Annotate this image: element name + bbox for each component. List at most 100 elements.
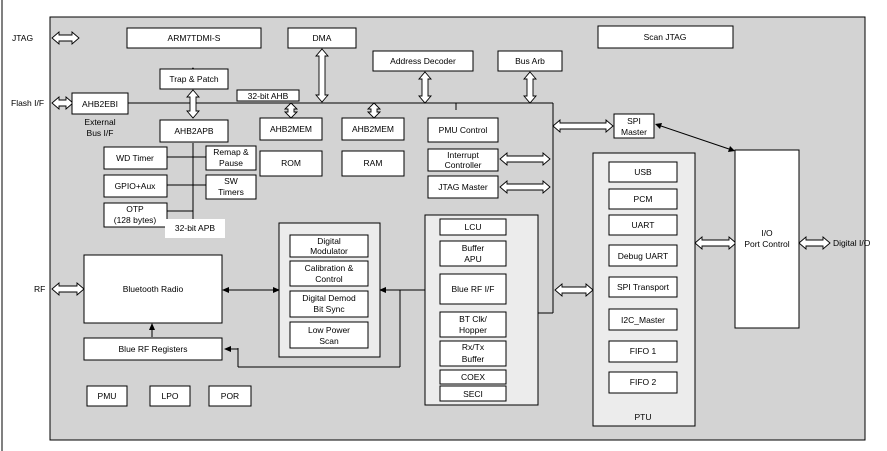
- io-port-control-label-line2: Port Control: [744, 239, 789, 249]
- fifo1-label: FIFO 1: [630, 346, 657, 356]
- i2c-master-label: I2C_Master: [621, 315, 665, 325]
- arm7-block: [126, 27, 262, 49]
- fifo2-block: [608, 371, 678, 394]
- pmu-block: [86, 385, 128, 407]
- bluetooth-radio-block: [83, 254, 223, 324]
- otp-label-line1: OTP: [126, 204, 144, 214]
- ram-block: [341, 150, 405, 177]
- jtag-master-block: [427, 175, 499, 199]
- spi-arrow: [552, 119, 614, 133]
- jtag-arrow: [51, 31, 80, 45]
- gpio-aux-block: [103, 174, 168, 198]
- ahb-label-box: [236, 89, 300, 102]
- rom-label: ROM: [281, 158, 301, 168]
- usb-label: USB: [634, 167, 652, 177]
- spi-master-label-line2: Master: [621, 127, 647, 137]
- spi-master-label-line1: SPI: [627, 116, 641, 126]
- signal-arrows: [149, 123, 735, 352]
- remap-pause-label-line1: Remap &: [213, 147, 249, 157]
- rom-block: [259, 150, 323, 177]
- spi-master-block: [613, 113, 655, 139]
- calibration-control-label-line2: Control: [315, 274, 343, 284]
- ahb2ebi-label: AHB2EBI: [82, 99, 118, 109]
- jtag-master-arrow: [499, 180, 551, 194]
- pmu-label: PMU: [98, 391, 117, 401]
- bus-arrows: [51, 31, 831, 297]
- bluetooth-radio-label: Bluetooth Radio: [123, 284, 184, 294]
- calibration-control-block: [289, 260, 369, 287]
- fifo2-label: FIFO 2: [630, 377, 657, 387]
- ahb-label: 32-bit AHB: [248, 91, 289, 101]
- arm7-label: ARM7TDMI-S: [168, 33, 221, 43]
- pcm-label: PCM: [634, 194, 653, 204]
- digital-modulator-block: [289, 234, 369, 258]
- lcu-label: LCU: [464, 222, 481, 232]
- scan-jtag-block: [597, 25, 734, 49]
- ahb2mem-ram-label: AHB2MEM: [352, 124, 394, 134]
- spi-transport-block: [608, 276, 678, 298]
- address-decoder-label: Address Decoder: [390, 56, 456, 66]
- digital-io-label: Digital I/O: [833, 238, 871, 248]
- dma-arrow: [315, 48, 329, 103]
- pcm-block: [608, 188, 678, 210]
- lpo-block: [149, 385, 191, 407]
- wd-timer-block: [103, 146, 168, 170]
- otp-label-line2: (128 bytes): [114, 215, 157, 225]
- trap-patch-label: Trap & Patch: [169, 74, 219, 84]
- address-decoder-arrow: [418, 71, 432, 104]
- bus-arb-arrow: [523, 71, 537, 104]
- por-label: POR: [221, 391, 239, 401]
- low-power-scan-label-line1: Low Power: [308, 325, 350, 335]
- debug-uart-label: Debug UART: [618, 251, 668, 261]
- ahb2mem-rom-label: AHB2MEM: [270, 124, 312, 134]
- lpo-label: LPO: [161, 391, 178, 401]
- seci-block: [439, 385, 507, 402]
- apb-label: 32-bit APB: [175, 223, 215, 233]
- scan-jtag-label: Scan JTAG: [644, 32, 687, 42]
- jtag-master-label: JTAG Master: [438, 182, 488, 192]
- sw-timers-label-line1: SW: [224, 176, 238, 186]
- uart-label: UART: [632, 220, 655, 230]
- digital-modulator-label-line1: Digital: [317, 236, 341, 246]
- otp-block: [103, 202, 168, 228]
- trap-ahb2apb-arrow: [186, 89, 200, 119]
- ahb2ebi-block: [71, 92, 129, 115]
- usb-block: [608, 161, 678, 183]
- jtag-label: JTAG: [12, 33, 33, 43]
- interrupt-controller-block: [427, 148, 499, 172]
- ahb2apb-block: [159, 119, 229, 143]
- por-block: [208, 385, 252, 407]
- buffer-apu-block: [439, 240, 507, 267]
- dma-label: DMA: [313, 33, 332, 43]
- interrupt-controller-label-line1: Interrupt: [447, 150, 479, 160]
- seci-label: SECI: [463, 389, 483, 399]
- sw-timers-label-line2: Timers: [218, 187, 244, 197]
- lcu-block: [439, 218, 507, 236]
- bt-clk-hopper-label-line1: BT Clk/: [459, 314, 487, 324]
- low-power-scan-block: [289, 321, 369, 349]
- external-bus-label-line2: Bus I/F: [87, 128, 114, 138]
- bus-arb-block: [497, 50, 563, 72]
- bt-clk-hopper-label-line2: Hopper: [459, 325, 487, 335]
- blue-rf-registers-label: Blue RF Registers: [119, 344, 188, 354]
- ahb2mem-ram-block: [341, 117, 405, 141]
- pmu-control-label: PMU Control: [439, 125, 488, 135]
- digital-demod-label-line2: Bit Sync: [313, 304, 345, 314]
- digital-demod-block: [289, 290, 369, 318]
- flash-if-label: Flash I/F: [11, 98, 44, 108]
- trap-patch-block: [159, 68, 229, 90]
- io-port-control-block: [734, 149, 800, 329]
- ptu-label: PTU: [635, 412, 652, 422]
- calibration-control-label-line1: Calibration &: [305, 263, 354, 273]
- coex-label: COEX: [461, 372, 485, 382]
- remap-pause-block: [205, 145, 257, 171]
- buffer-apu-label-line1: Buffer: [462, 243, 485, 253]
- gpio-aux-label: GPIO+Aux: [115, 181, 157, 191]
- rx-tx-buffer-label-line2: Buffer: [462, 354, 485, 364]
- io-port-control-label-line1: I/O: [761, 228, 773, 238]
- wd-timer-label: WD Timer: [116, 153, 154, 163]
- rf-label: RF: [34, 284, 45, 294]
- interrupt-controller-label-line2: Controller: [445, 160, 482, 170]
- i2c-master-block: [608, 308, 678, 331]
